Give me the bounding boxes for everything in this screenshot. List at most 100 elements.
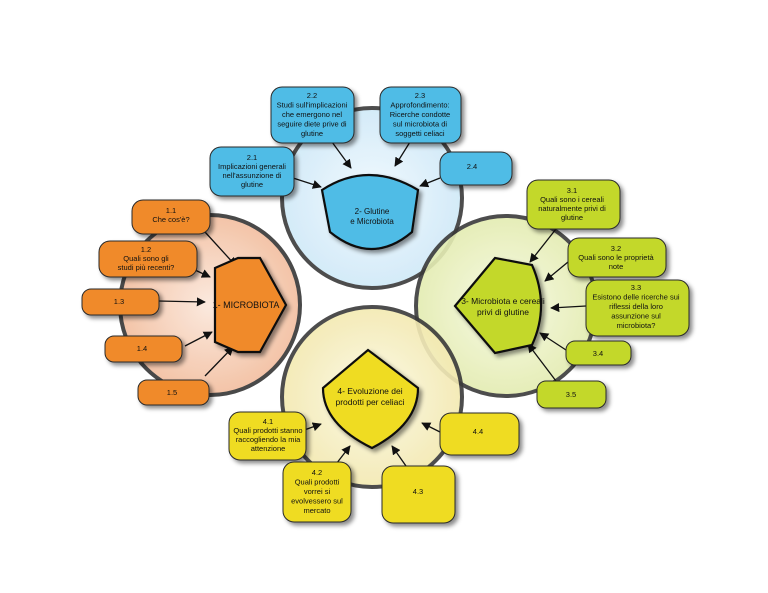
- arrow-1-2: [194, 269, 211, 278]
- label-line: Approfondimento:: [390, 101, 449, 110]
- node-1-2[interactable]: [98, 240, 198, 278]
- hub-evoluzione[interactable]: [321, 348, 420, 450]
- nodes-layer: [81, 86, 690, 524]
- label-line: 1.5: [167, 388, 177, 397]
- node-2-1[interactable]: [209, 146, 295, 197]
- label-line: Quali sono i cereali: [540, 195, 604, 204]
- arrow-2-1: [292, 177, 322, 189]
- label-line: 3.2: [611, 244, 621, 253]
- label-line: attenzione: [251, 444, 286, 453]
- label-line: seguire diete prive di: [277, 120, 347, 129]
- label-line: naturalmente privi di: [538, 204, 606, 213]
- label-line: vorrei si: [304, 487, 331, 496]
- node-4-2[interactable]: [282, 461, 352, 523]
- node-3-3[interactable]: [585, 279, 690, 337]
- label-line: glutine: [241, 180, 263, 189]
- arrow-3-1: [529, 228, 557, 263]
- label-line: 3.5: [566, 390, 576, 399]
- arrow-3-5: [527, 343, 557, 382]
- label-line: 1.1: [166, 206, 176, 215]
- label-line: studi più recenti?: [118, 263, 175, 272]
- label-line: evolvessero sul: [291, 497, 343, 506]
- arrow-4-4: [421, 422, 441, 433]
- node-3-5[interactable]: [536, 380, 607, 409]
- node-4-4-label: 4.4: [473, 427, 483, 436]
- label-line: 3- Microbiota e cereali: [461, 296, 545, 306]
- label-line: raccogliendo la mia: [236, 435, 301, 444]
- label-line: assunzione sul: [611, 312, 661, 321]
- label-line: 1.2: [141, 245, 151, 254]
- node-1-4[interactable]: [104, 335, 183, 363]
- node-4-3[interactable]: [381, 465, 456, 524]
- node-2-3[interactable]: [379, 86, 462, 144]
- label-line: che emergono nel: [282, 110, 342, 119]
- label-line: Quali prodotti stanno: [233, 426, 302, 435]
- label-line: glutine: [301, 129, 323, 138]
- node-4-1[interactable]: [228, 411, 307, 461]
- node-4-4[interactable]: [439, 412, 520, 456]
- arrow-3-2: [544, 261, 569, 282]
- node-3-4[interactable]: [565, 340, 632, 366]
- label-line: soggetti celiaci: [395, 129, 445, 138]
- arrow-1-4: [184, 331, 213, 347]
- hub-microbiota-label: 1- MICROBIOTA: [213, 300, 280, 310]
- label-line: nell'assunzione di: [223, 171, 282, 180]
- label-line: Implicazioni generali: [218, 162, 286, 171]
- label-line: 3.3: [631, 283, 641, 292]
- label-line: 4.1: [263, 417, 273, 426]
- arrow-1-3: [157, 297, 206, 307]
- arrow-3-4: [539, 332, 567, 351]
- label-line: glutine: [561, 213, 583, 222]
- arrow-2-3: [394, 141, 411, 167]
- label-line: 1.4: [137, 344, 147, 353]
- node-3-1[interactable]: [526, 179, 621, 230]
- hub-glutine[interactable]: [320, 174, 420, 251]
- label-line: microbiota?: [617, 321, 656, 330]
- label-line: 2.1: [247, 153, 257, 162]
- hub-cereali[interactable]: [453, 256, 543, 355]
- node-1-3[interactable]: [81, 288, 160, 316]
- label-line: 3.1: [567, 186, 577, 195]
- node-3-4-label: 3.4: [593, 349, 603, 358]
- label-line: 1- MICROBIOTA: [213, 300, 280, 310]
- label-line: riflessi della loro: [609, 302, 663, 311]
- label-line: prodotti per celiaci: [336, 397, 405, 407]
- node-1-1[interactable]: [131, 199, 211, 235]
- label-line: Ricerche condotte: [390, 110, 450, 119]
- label-line: Che cos'è?: [152, 215, 189, 224]
- label-line: Quali sono le proprietà: [578, 253, 654, 262]
- label-line: 4.4: [473, 427, 483, 436]
- node-2-4[interactable]: [439, 151, 513, 186]
- label-line: mercato: [303, 506, 330, 515]
- node-1-3-label: 1.3: [114, 297, 124, 306]
- label-line: Esistono delle ricerche sui: [592, 293, 679, 302]
- node-2-2[interactable]: [270, 86, 355, 144]
- node-3-2[interactable]: [567, 237, 667, 278]
- node-1-5[interactable]: [137, 379, 210, 406]
- label-line: 2.3: [415, 91, 425, 100]
- label-line: 4.2: [312, 468, 322, 477]
- arrow-3-3: [550, 302, 587, 313]
- arrow-1-5: [204, 346, 234, 377]
- label-line: e Microbiota: [350, 217, 394, 226]
- hubs-layer: [213, 174, 543, 450]
- node-1-4-label: 1.4: [137, 344, 147, 353]
- label-line: sul microbiota di: [393, 120, 448, 129]
- node-4-3-label: 4.3: [413, 487, 423, 496]
- label-line: 4.3: [413, 487, 423, 496]
- label-line: Quali sono gli: [123, 254, 169, 263]
- label-line: Quali prodotti: [295, 478, 340, 487]
- node-3-5-label: 3.5: [566, 390, 576, 399]
- arrow-4-3: [391, 445, 407, 467]
- label-line: note: [609, 262, 624, 271]
- hub-microbiota[interactable]: [213, 256, 288, 354]
